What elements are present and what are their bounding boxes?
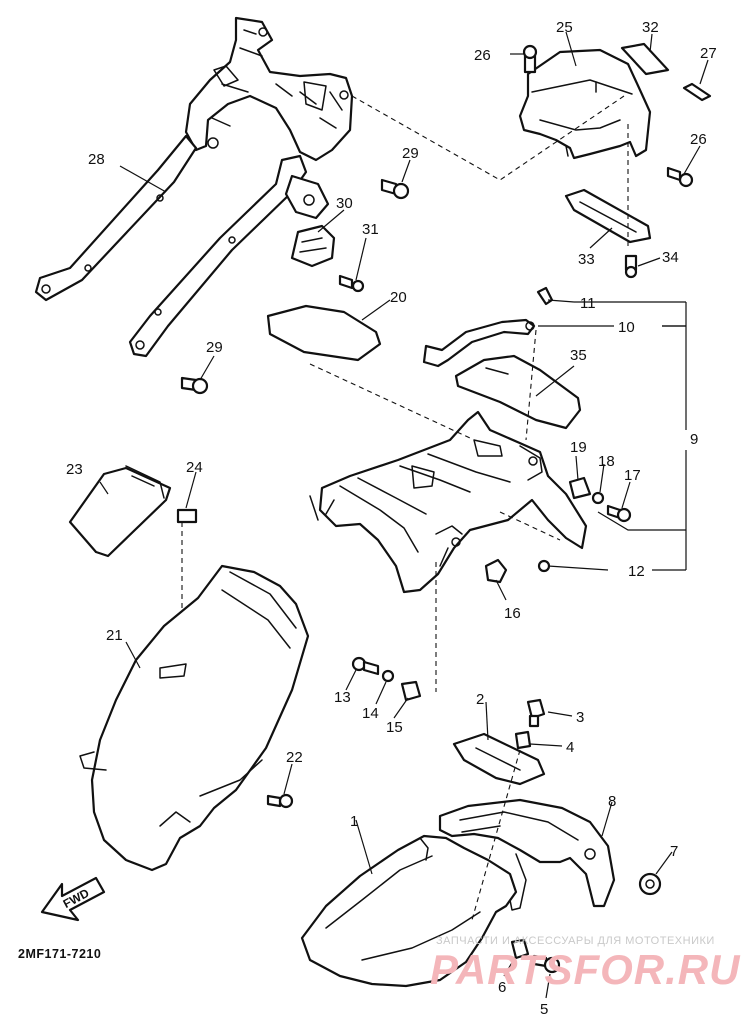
bolt-part-26-right	[666, 166, 694, 188]
callout-14: 14	[362, 705, 379, 722]
callout-6: 6	[498, 979, 506, 996]
callout-5: 5	[540, 1001, 548, 1018]
bolt-part-26-upper	[522, 44, 538, 74]
front-fender-part-1	[300, 834, 518, 988]
callout-22: 22	[286, 749, 303, 766]
callout-16: 16	[504, 605, 521, 622]
bolt-part-34	[624, 254, 638, 279]
rear-fender-part-9	[309, 410, 588, 594]
bolt-part-22	[266, 793, 294, 809]
watermark-tagline: ЗАПЧАСТИ И АКСЕССУАРЫ ДЛЯ МОТОТЕХНИКИ	[436, 935, 715, 947]
nut-part-12	[537, 559, 551, 573]
callout-3: 3	[576, 709, 584, 726]
callout-18: 18	[598, 453, 615, 470]
callout-4: 4	[566, 739, 574, 756]
nut-part-7	[638, 872, 662, 896]
callout-29b: 29	[206, 339, 223, 356]
inner-fender-part-21	[79, 564, 310, 872]
callout-27: 27	[700, 45, 717, 62]
grommet-part-16	[484, 558, 508, 584]
callout-8: 8	[608, 793, 616, 810]
bolt-part-5	[532, 954, 561, 974]
collar-part-15	[400, 680, 422, 702]
bolt-part-17	[606, 504, 632, 523]
callout-17: 17	[624, 467, 641, 484]
watermark-logo: PARTSFOR.RU	[430, 946, 741, 993]
callout-35: 35	[570, 347, 587, 364]
callout-30: 30	[336, 195, 353, 212]
callout-33: 33	[578, 251, 595, 268]
clip-part-11	[536, 286, 554, 306]
callout-12: 12	[628, 563, 645, 580]
callout-20: 20	[390, 289, 407, 306]
fwd-arrow-icon: FWD	[40, 876, 106, 922]
callout-28: 28	[88, 151, 105, 168]
clip-part-24	[176, 508, 198, 524]
bolt-part-29-upper	[380, 178, 410, 200]
seat-strap-part-10	[422, 318, 536, 368]
callout-26b: 26	[690, 131, 707, 148]
bolt-part-13	[351, 656, 380, 676]
callout-13: 13	[334, 689, 351, 706]
washer-part-14	[381, 669, 395, 683]
bolt-part-3	[526, 698, 546, 728]
callout-labels: 25 26 32 27 26 28 29 30 31 33 34 20 11 1…	[66, 19, 717, 1018]
callout-24: 24	[186, 459, 203, 476]
leader-lines	[99, 31, 709, 999]
bracket-part-33	[564, 188, 652, 244]
collar-part-4	[514, 730, 532, 750]
callout-23: 23	[66, 461, 83, 478]
callout-2: 2	[476, 691, 484, 708]
callout-9: 9	[690, 431, 698, 448]
callout-11: 11	[580, 295, 596, 312]
washer-part-18	[591, 491, 605, 505]
callout-31: 31	[362, 221, 379, 238]
callout-15: 15	[386, 719, 403, 736]
callout-7: 7	[670, 843, 678, 860]
callout-26a: 26	[474, 47, 491, 64]
callout-10: 10	[618, 319, 635, 336]
bolt-part-29-lower	[180, 376, 209, 395]
mud-flap-part-23	[68, 465, 172, 558]
callout-32: 32	[642, 19, 659, 36]
assembly-dashed-lines	[181, 95, 629, 921]
grommet-part-6	[510, 938, 530, 960]
callout-25: 25	[556, 19, 573, 36]
callout-19: 19	[570, 439, 587, 456]
callout-1: 1	[350, 813, 358, 830]
bracket-part-2	[452, 732, 546, 786]
rear-frame-bracket-assembly	[34, 16, 354, 358]
bolt-part-31	[338, 274, 365, 293]
callout-29a: 29	[402, 145, 419, 162]
seat-pad-part-20	[266, 304, 382, 362]
grommet-part-19	[568, 476, 592, 500]
pin-part-27	[682, 82, 712, 102]
tray-part-35	[454, 354, 582, 430]
tail-cover-part-25	[518, 48, 652, 160]
callout-34: 34	[662, 249, 679, 266]
diagram-code: 2MF171-7210	[18, 947, 101, 961]
emblem-part-32	[620, 42, 670, 76]
front-fender-stay-part-8	[438, 798, 616, 911]
bracket-part-30	[290, 224, 336, 268]
callout-21: 21	[106, 627, 123, 644]
